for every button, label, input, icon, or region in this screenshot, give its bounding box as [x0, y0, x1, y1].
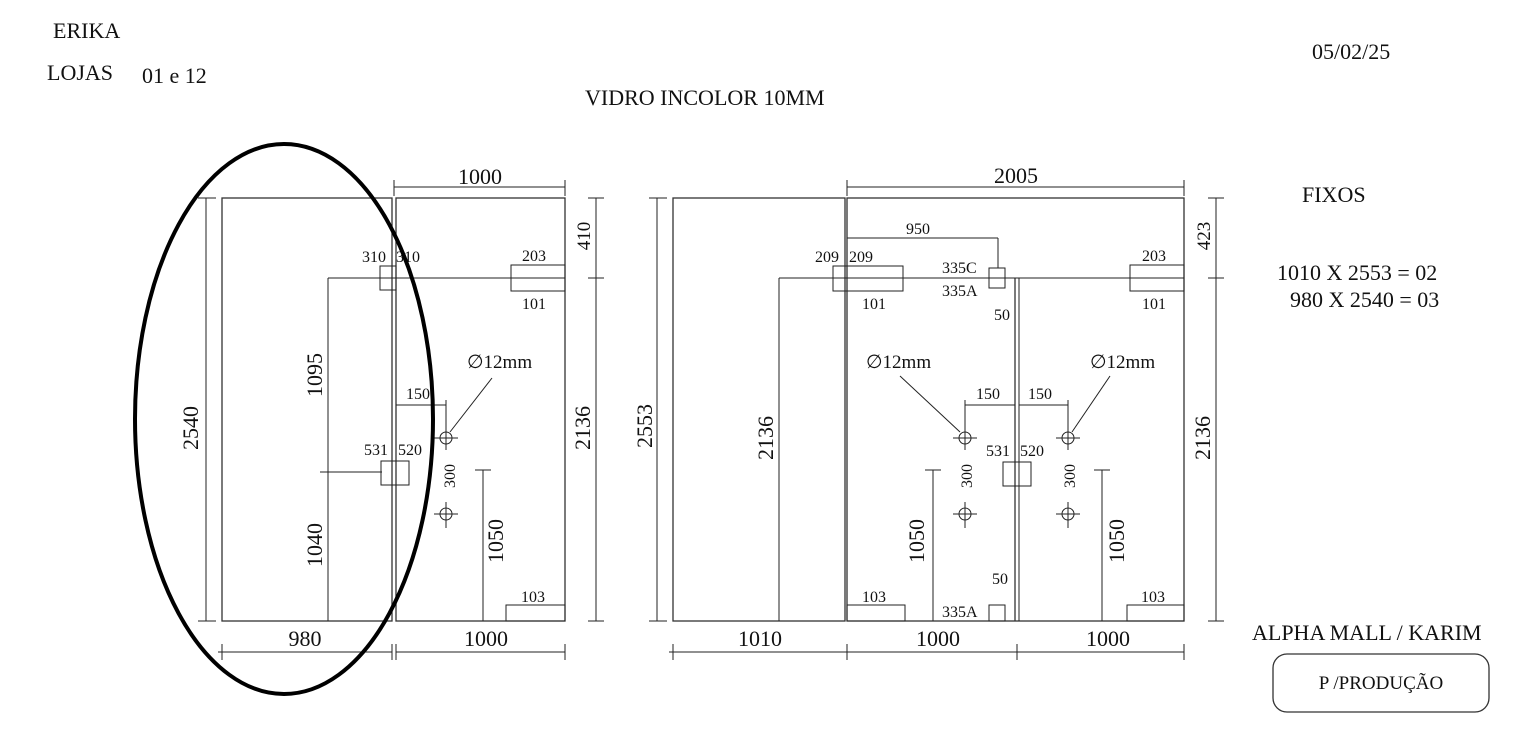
left-handle-offset: 150: [406, 386, 430, 403]
left-fixed-width: 980: [289, 626, 322, 651]
document-date: 05/02/25: [1312, 39, 1390, 64]
right-door-height-left: 2136: [753, 416, 778, 460]
left-hole-diameter: ∅12mm: [467, 352, 532, 373]
right-door-right-width: 1000: [1086, 626, 1130, 651]
right-pivot-right-bottom-code: 101: [1142, 296, 1166, 313]
left-floor-pivot-box: [505, 604, 566, 622]
left-handle-height: 1050: [483, 519, 508, 563]
left-door-panel: [395, 197, 566, 622]
right-center-connector-bottom: [988, 604, 1006, 622]
left-lower-height: 1040: [302, 523, 327, 567]
right-handle-offset-right: 150: [1028, 386, 1052, 403]
stores-value: 01 e 12: [142, 63, 207, 88]
right-top-pivot-box-left: [832, 265, 904, 292]
right-top-width: 2005: [994, 163, 1038, 188]
fixed-panels-title: FIXOS: [1302, 182, 1366, 207]
right-hinge-right-code: 209: [849, 249, 873, 266]
right-top-pivot-box-right: [1129, 264, 1185, 292]
right-handle-hole-left-upper: [953, 400, 977, 450]
left-total-height: 2540: [178, 406, 203, 450]
fixed-panel-spec-2: 980 X 2540 = 03: [1290, 287, 1439, 312]
right-hinge-left-code: 209: [815, 249, 839, 266]
left-top-pivot-box: [510, 264, 566, 292]
left-handle-hole-lower: [434, 502, 458, 528]
left-lock-left-code: 531: [364, 442, 388, 459]
right-handle-height-right: 1050: [1104, 519, 1129, 563]
right-hole-leader-right: [1071, 375, 1111, 433]
right-connector-top-code: 335C: [942, 260, 977, 277]
right-floor-pivot-right: [1126, 604, 1185, 622]
right-door-height-right: 2136: [1190, 416, 1215, 460]
right-hole-diameter-right: ∅12mm: [1090, 352, 1155, 373]
right-hole-spacing-left: 300: [959, 464, 976, 488]
right-pivot-right-top-code: 203: [1142, 248, 1166, 265]
project-name: ALPHA MALL / KARIM: [1252, 620, 1482, 645]
right-center-connector-top: [988, 267, 1006, 289]
right-fixed-width: 1010: [738, 626, 782, 651]
left-floor-pivot-code: 103: [521, 589, 545, 606]
left-handle-hole-upper: [434, 400, 458, 450]
stores-label: LOJAS: [47, 60, 113, 85]
production-button-label[interactable]: P /PRODUÇÃO: [1319, 672, 1443, 694]
left-top-offset: 410: [574, 222, 595, 251]
left-door-width: 1000: [464, 626, 508, 651]
right-floor-pivot-left: [846, 604, 906, 622]
right-gap-top: 50: [994, 307, 1010, 324]
left-door-height: 2136: [570, 406, 595, 450]
right-connector-mid-code: 335A: [942, 283, 978, 300]
right-hole-leader-left: [899, 375, 961, 433]
left-hole-spacing: 300: [442, 464, 459, 488]
right-handle-hole-left-lower: [953, 502, 977, 528]
right-total-height: 2553: [632, 404, 657, 448]
production-button[interactable]: P /PRODUÇÃO: [1272, 653, 1490, 713]
right-connector-bottom-code: 335A: [942, 604, 978, 621]
right-floor-pivot-left-code: 103: [862, 589, 886, 606]
right-handle-height-left: 1050: [904, 519, 929, 563]
right-gap-bottom: 50: [992, 571, 1008, 588]
left-top-hinge-box: [379, 265, 397, 291]
right-hole-diameter-left: ∅12mm: [866, 352, 931, 373]
right-offset-950: 950: [906, 221, 930, 238]
glass-material: VIDRO INCOLOR 10MM: [585, 85, 825, 110]
right-floor-pivot-right-code: 103: [1141, 589, 1165, 606]
right-center-lock-box: [1002, 461, 1032, 487]
highlight-ellipse: [133, 142, 435, 696]
right-assembly: 2005 2553 423 2136 2136 950 209 209 101 …: [632, 163, 1224, 660]
right-handle-hole-right-lower: [1056, 502, 1080, 528]
right-handle-offset-left: 150: [976, 386, 1000, 403]
left-fixed-panel: [221, 197, 393, 622]
right-lock-right-code: 520: [1020, 443, 1044, 460]
production-button-frame[interactable]: [1272, 653, 1490, 713]
left-pivot-top-code: 203: [522, 248, 546, 265]
right-fixed-panel: [672, 197, 846, 622]
fixed-panel-spec-1: 1010 X 2553 = 02: [1277, 260, 1437, 285]
left-top-width: 1000: [458, 164, 502, 189]
left-upper-height: 1095: [302, 353, 327, 397]
right-handle-hole-right-upper: [1056, 400, 1080, 450]
right-lock-left-code: 531: [986, 443, 1010, 460]
left-hole-leader: [449, 377, 493, 433]
left-pivot-bottom-code: 101: [522, 296, 546, 313]
client-name: ERIKA: [53, 18, 120, 43]
left-assembly: 1000 2540 410 2136 310 310 203 101 1095 …: [133, 142, 604, 696]
left-lock-box: [380, 460, 410, 486]
right-pivot-left-bottom-code: 101: [862, 296, 886, 313]
right-door-left-width: 1000: [916, 626, 960, 651]
right-hole-spacing-right: 300: [1062, 464, 1079, 488]
right-top-offset: 423: [1194, 222, 1215, 251]
left-hinge-left-code: 310: [362, 249, 386, 266]
left-lock-right-code: 520: [398, 442, 422, 459]
